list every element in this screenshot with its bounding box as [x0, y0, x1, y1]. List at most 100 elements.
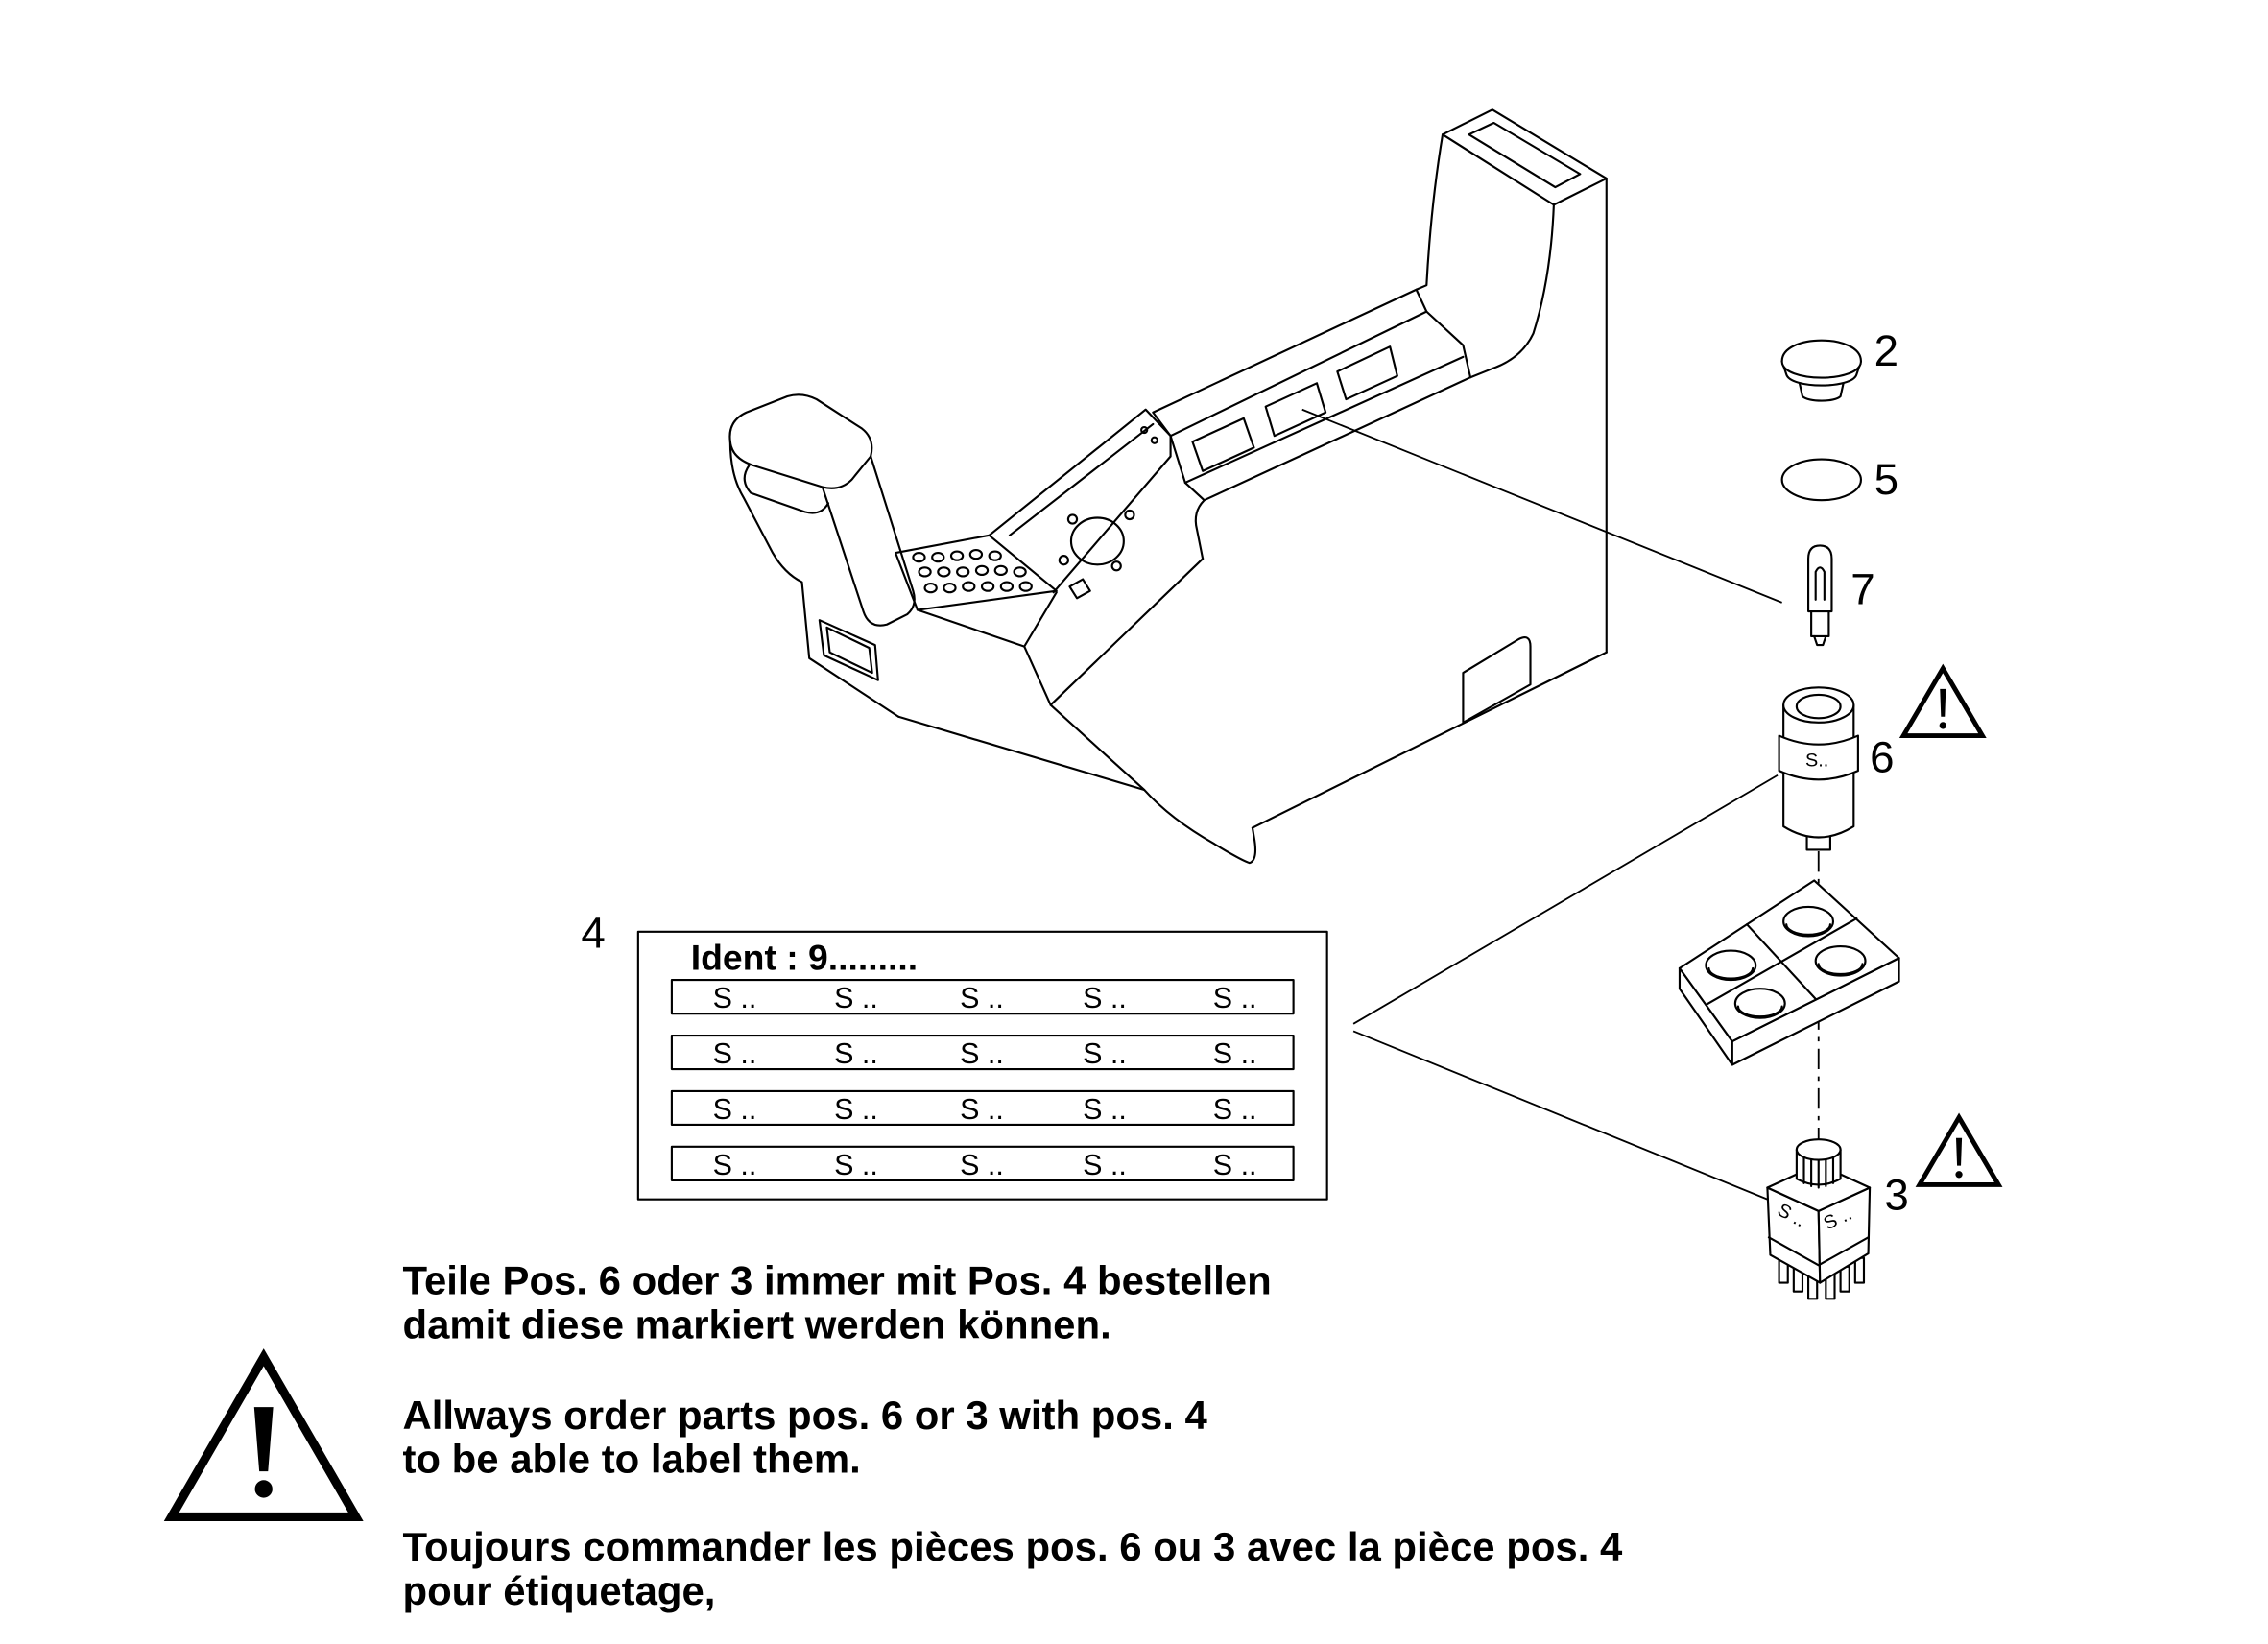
grille-hole — [1018, 581, 1033, 592]
label-cell: S .. — [960, 1093, 1004, 1126]
console-bottom-right-edge — [1251, 651, 1608, 829]
console-armrest-bevel — [743, 464, 830, 514]
order-note: Teile Pos. 6 oder 3 immer mit Pos. 4 bes… — [402, 1258, 1623, 1613]
holder-hole — [1733, 988, 1786, 1019]
grille-hole — [1013, 566, 1027, 578]
note-de-line-2: damit diese markiert werden können. — [402, 1301, 1110, 1346]
console-drawing — [728, 108, 1608, 865]
label-cell: S .. — [1213, 982, 1257, 1014]
console-dial-square — [1068, 578, 1091, 600]
callout-5[interactable]: 5 — [1874, 455, 1898, 504]
holder-hole — [1782, 905, 1835, 938]
console-dial-panel — [988, 408, 1172, 594]
exclamation-dot — [1939, 722, 1946, 729]
label-strip — [670, 979, 1295, 1015]
note-fr-line-2: pour étiquetage, — [402, 1568, 715, 1613]
grille-hole — [943, 583, 957, 594]
cap-dome — [1780, 339, 1863, 379]
console-left-vent — [818, 619, 879, 681]
part-switch-holder — [1678, 879, 1900, 1066]
grille-hole — [999, 581, 1015, 592]
console-tower-front-edge — [1468, 203, 1555, 379]
note-en-line-1: Allways order parts pos. 6 or 3 with pos… — [402, 1393, 1207, 1438]
part-o-ring — [1780, 458, 1863, 502]
bulb-filament — [1814, 566, 1826, 601]
note-fr-line-1: Toujours commander les pièces pos. 6 ou … — [402, 1524, 1623, 1569]
label-cell: S .. — [834, 1037, 878, 1070]
rotary-switch-knurl — [1802, 1156, 1835, 1189]
leader-line-bulb — [1301, 408, 1782, 604]
grille-hole — [912, 552, 926, 563]
label-cell: S .. — [834, 1149, 878, 1181]
console-left-vent-inner — [825, 626, 873, 675]
console-tower-left-edge — [1415, 133, 1444, 291]
console-dial-screw — [1110, 560, 1122, 572]
grille-hole — [949, 550, 965, 561]
holder-hole-depth — [1785, 923, 1832, 936]
console-side-panel — [1462, 636, 1532, 724]
console-grille-holes — [912, 548, 1033, 594]
label-strip — [670, 1145, 1295, 1181]
callout-4[interactable]: 4 — [581, 909, 605, 958]
holder-hole-depth — [1707, 966, 1755, 980]
large-warning-triangle-icon — [163, 1348, 364, 1521]
part-rotary-switch: S .. S .. — [1766, 1138, 1872, 1300]
label-cell: S .. — [834, 1093, 878, 1126]
grille-hole — [931, 552, 945, 563]
push-switch-button — [1795, 693, 1842, 720]
leader-line-rotary-switch — [1352, 1030, 1776, 1203]
label-cell: S .. — [1083, 1037, 1127, 1070]
note-en-line-2: to be able to label them. — [402, 1437, 860, 1482]
holder-divider — [1705, 917, 1858, 1007]
label-cell: S .. — [834, 982, 878, 1014]
console-switch-window-3 — [1336, 345, 1398, 401]
warning-triangle-icon — [1915, 1112, 2003, 1187]
console-panel-screw — [1140, 425, 1149, 435]
callout-6[interactable]: 6 — [1870, 733, 1894, 782]
console-dial — [1069, 516, 1125, 566]
exclamation-icon — [253, 1407, 274, 1472]
exclamation-icon — [1940, 688, 1946, 717]
console-dial-panel-inner-edge — [1008, 422, 1155, 536]
console-panel-screw — [1150, 436, 1158, 444]
console-bottom-front-edge — [897, 715, 1257, 865]
label-cell: S .. — [1083, 982, 1127, 1014]
part-bulb — [1807, 544, 1833, 647]
part-cap — [1780, 339, 1863, 402]
grille-hole — [956, 566, 970, 578]
console-tray-top-edge — [1152, 288, 1428, 438]
console-dial-screw — [1066, 513, 1079, 525]
callout-7[interactable]: 7 — [1850, 564, 1874, 613]
part-label-sheet: Ident : 9......... S .. S .. S .. S .. S… — [636, 930, 1328, 1201]
console-dial-screw — [1124, 509, 1135, 521]
label-cell: S .. — [960, 982, 1004, 1014]
grille-hole — [988, 550, 1002, 561]
callout-2[interactable]: 2 — [1874, 326, 1898, 375]
grille-hole — [937, 566, 951, 578]
grille-hole — [918, 566, 932, 578]
push-switch-marking: S.. — [1805, 751, 1828, 772]
console-armrest-front — [821, 455, 916, 627]
grille-hole — [923, 583, 938, 594]
holder-hole — [1705, 949, 1757, 982]
label-cell: S .. — [1213, 1037, 1257, 1070]
label-cell: S .. — [1213, 1149, 1257, 1181]
label-sheet-ident: Ident : 9......... — [691, 937, 918, 977]
exclamation-dot — [254, 1480, 273, 1498]
cap-stem — [1798, 382, 1845, 402]
console-speaker-grille — [895, 534, 1058, 611]
console-dial-screw — [1058, 555, 1069, 566]
label-cell: S .. — [713, 1149, 757, 1181]
console-tray-strip — [1169, 355, 1465, 484]
console-switch-window-1 — [1191, 417, 1255, 472]
holder-hole-depth — [1736, 1005, 1783, 1018]
grille-hole — [968, 548, 984, 560]
part-push-switch: S.. — [1778, 686, 1859, 851]
callout-3[interactable]: 3 — [1884, 1170, 1908, 1219]
label-sheet-frame — [636, 930, 1328, 1201]
console-tray-lip-curve — [1194, 499, 1206, 560]
grille-hole — [980, 581, 995, 592]
holder-hole-depth — [1817, 963, 1864, 976]
bulb-tip — [1813, 634, 1827, 647]
